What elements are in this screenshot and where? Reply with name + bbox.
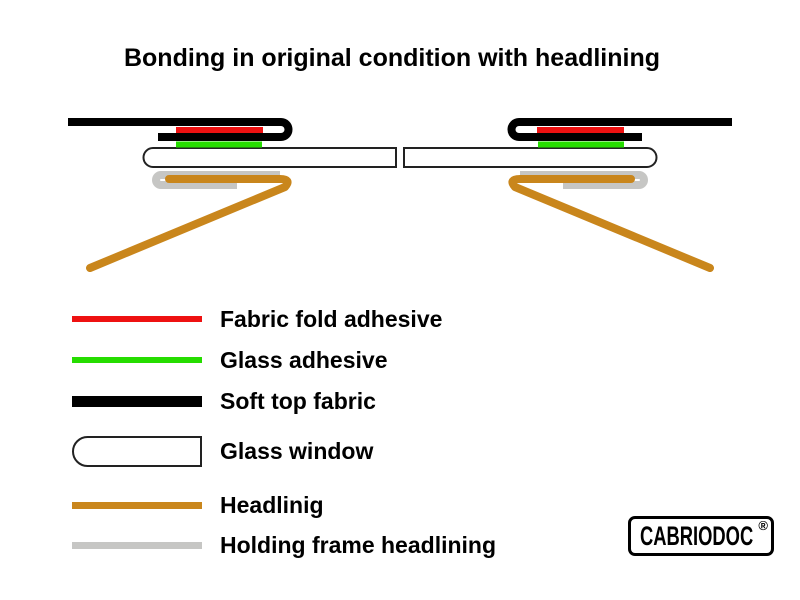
legend-label-holding-frame-headlining: Holding frame headlining [220, 531, 497, 558]
cabriodoc-logo: CABRIODOC ® [628, 516, 774, 556]
legend-swatch-holding-frame-headlining [72, 541, 202, 549]
legend-label-fabric-fold-adhesive: Fabric fold adhesive [220, 305, 443, 332]
legend-item-headlining: Headlinig [72, 488, 324, 522]
soft-top-fabric-fold [68, 118, 293, 141]
legend-swatch-headlining [72, 501, 202, 509]
legend-swatch-soft-top-fabric [72, 395, 202, 407]
legend-item-soft-top-fabric: Soft top fabric [72, 384, 376, 418]
page-title: Bonding in original condition with headl… [123, 44, 661, 72]
legend-swatch-glass-adhesive [72, 357, 202, 363]
glass-window-pane [142, 147, 397, 168]
legend-label-glass-window: Glass window [220, 437, 374, 464]
cabriodoc-logo-text: CABRIODOC [640, 520, 754, 551]
legend-label-headlining: Headlinig [220, 491, 324, 518]
legend-item-holding-frame-headlining: Holding frame headlining [72, 528, 496, 562]
left-assembly [68, 118, 397, 272]
right-assembly [404, 122, 732, 268]
legend-label-soft-top-fabric: Soft top fabric [220, 387, 376, 414]
legend-item-glass-window: Glass window [72, 434, 373, 468]
headlining-fabric [86, 175, 292, 272]
legend-item-glass-adhesive: Glass adhesive [72, 343, 388, 377]
holding-frame-headlining-clip [152, 171, 280, 189]
legend-swatch-fabric-fold-adhesive [72, 316, 202, 322]
legend-swatch-glass-window [72, 435, 202, 467]
legend-label-glass-adhesive: Glass adhesive [220, 346, 388, 373]
legend-item-fabric-fold-adhesive: Fabric fold adhesive [72, 302, 442, 336]
registered-trademark-symbol: ® [758, 518, 768, 533]
